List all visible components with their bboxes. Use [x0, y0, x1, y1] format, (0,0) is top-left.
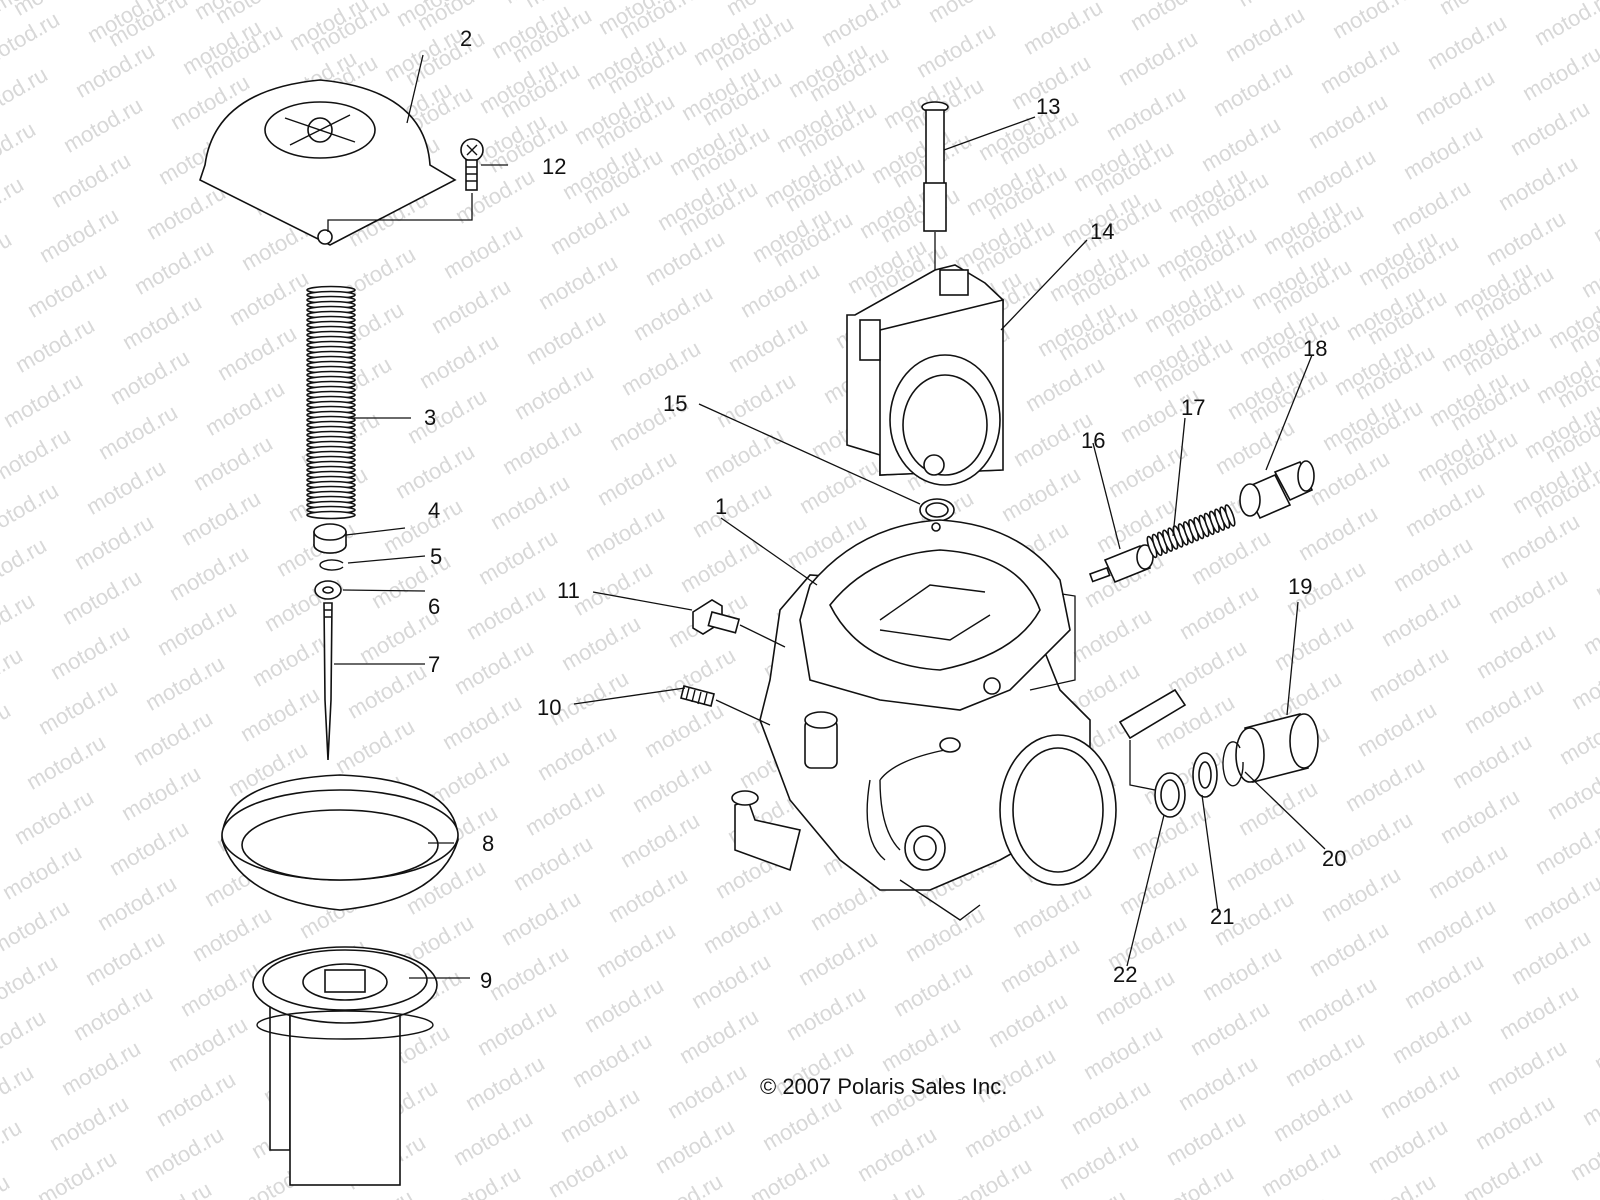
part-1-carburetor-body [731, 519, 1187, 921]
copyright-notice: © 2007 Polaris Sales Inc. [760, 1074, 1008, 1099]
callout-7: 7 [428, 652, 441, 677]
callout-21: 21 [1210, 904, 1235, 929]
callout-13: 13 [1036, 94, 1061, 119]
part-8-diaphragm [221, 774, 459, 911]
callout-10: 10 [537, 695, 562, 720]
part-14-bracket [846, 264, 1004, 486]
part-22-seal [1154, 772, 1186, 818]
part-10-screw [680, 685, 715, 707]
leader-lines [334, 54, 1326, 979]
part-16-plunger [1088, 544, 1154, 584]
callout-6: 6 [428, 594, 441, 619]
spring-coil [306, 510, 356, 520]
part-18-fitting [1239, 460, 1315, 520]
part-17-spring [1146, 504, 1236, 559]
part-21-washer [1192, 752, 1218, 798]
spring-coil [1224, 504, 1236, 527]
part-13-pin [921, 101, 949, 232]
callout-16: 16 [1081, 428, 1106, 453]
part-9-throttle-slide [252, 946, 438, 1186]
callout-18: 18 [1303, 336, 1328, 361]
part-6-washer [314, 580, 342, 600]
callout-8: 8 [482, 831, 495, 856]
callout-22: 22 [1113, 962, 1138, 987]
part-19-cap [1235, 713, 1319, 783]
part-5-clip [319, 559, 344, 571]
callout-19: 19 [1288, 574, 1313, 599]
callout-9: 9 [480, 968, 493, 993]
callout-1: 1 [715, 494, 728, 519]
part-11-bolt [692, 599, 741, 635]
callout-3: 3 [424, 405, 437, 430]
part-2-top-cover [199, 79, 457, 246]
callout-17: 17 [1181, 395, 1206, 420]
callout-20: 20 [1322, 846, 1347, 871]
callout-4: 4 [428, 498, 441, 523]
callout-5: 5 [430, 544, 443, 569]
callout-11: 11 [557, 578, 580, 603]
part-12-screw [460, 138, 484, 191]
callout-12: 12 [542, 154, 567, 179]
part-15-o-ring [919, 498, 955, 522]
part-4-retainer [313, 523, 347, 554]
callout-14: 14 [1090, 219, 1115, 244]
part-20-clip [1222, 741, 1244, 787]
callout-15: 15 [663, 391, 688, 416]
part-7-jet-needle [323, 602, 333, 761]
part-3-spring [306, 285, 356, 520]
callout-2: 2 [460, 26, 473, 51]
